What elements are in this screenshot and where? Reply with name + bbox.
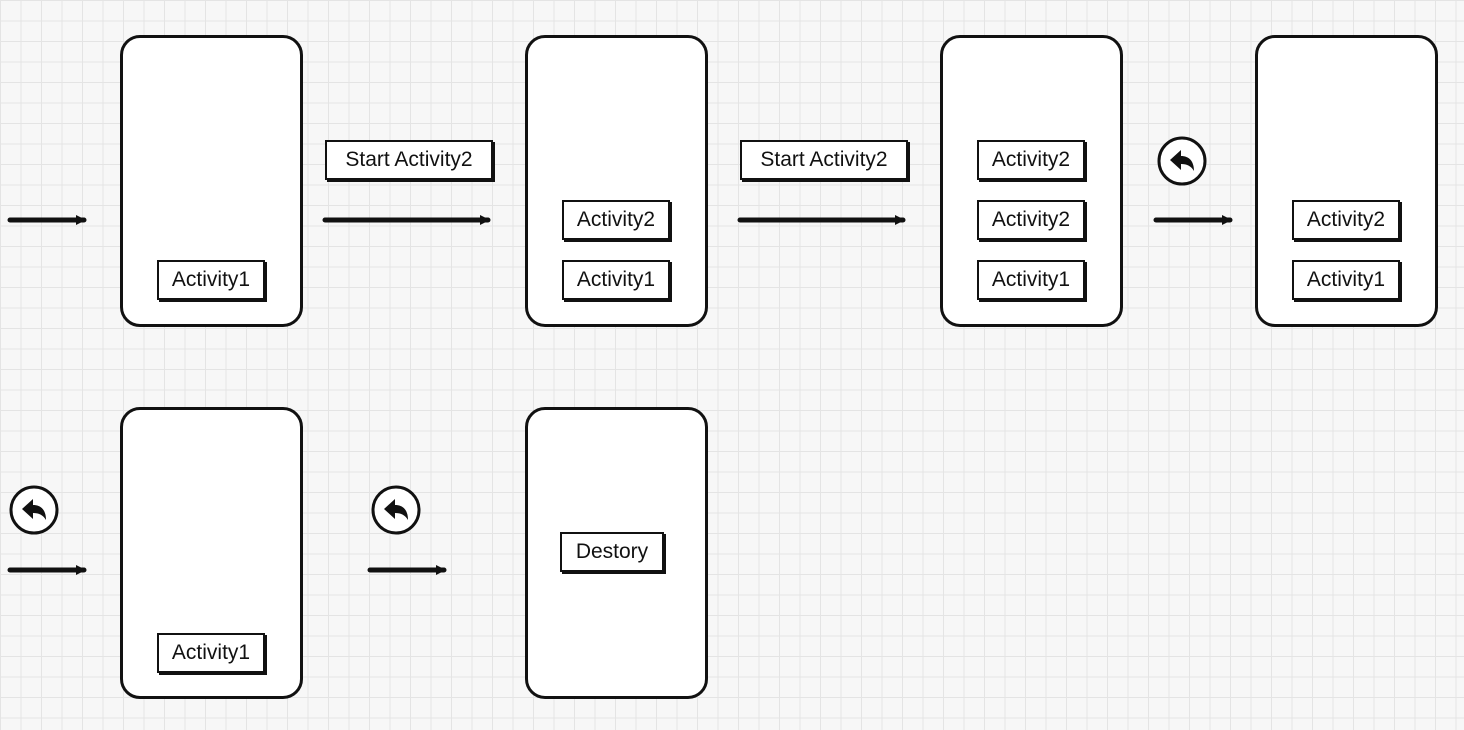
activity1-box: Activity1 (562, 260, 670, 300)
activity2-box: Activity2 (562, 200, 670, 240)
activity1-box: Activity1 (1292, 260, 1400, 300)
start-activity2-label: Start Activity2 (740, 140, 908, 180)
activity2-box: Activity2 (1292, 200, 1400, 240)
back-arrow-icon (371, 485, 421, 535)
activity1-box: Activity1 (157, 633, 265, 673)
back-arrow-icon (1157, 136, 1207, 186)
activity1-box: Activity1 (157, 260, 265, 300)
destroy-box: Destory (560, 532, 664, 572)
activity1-box: Activity1 (977, 260, 1085, 300)
back-arrow-icon (9, 485, 59, 535)
activity2-box: Activity2 (977, 140, 1085, 180)
start-activity2-label: Start Activity2 (325, 140, 493, 180)
activity2-box: Activity2 (977, 200, 1085, 240)
